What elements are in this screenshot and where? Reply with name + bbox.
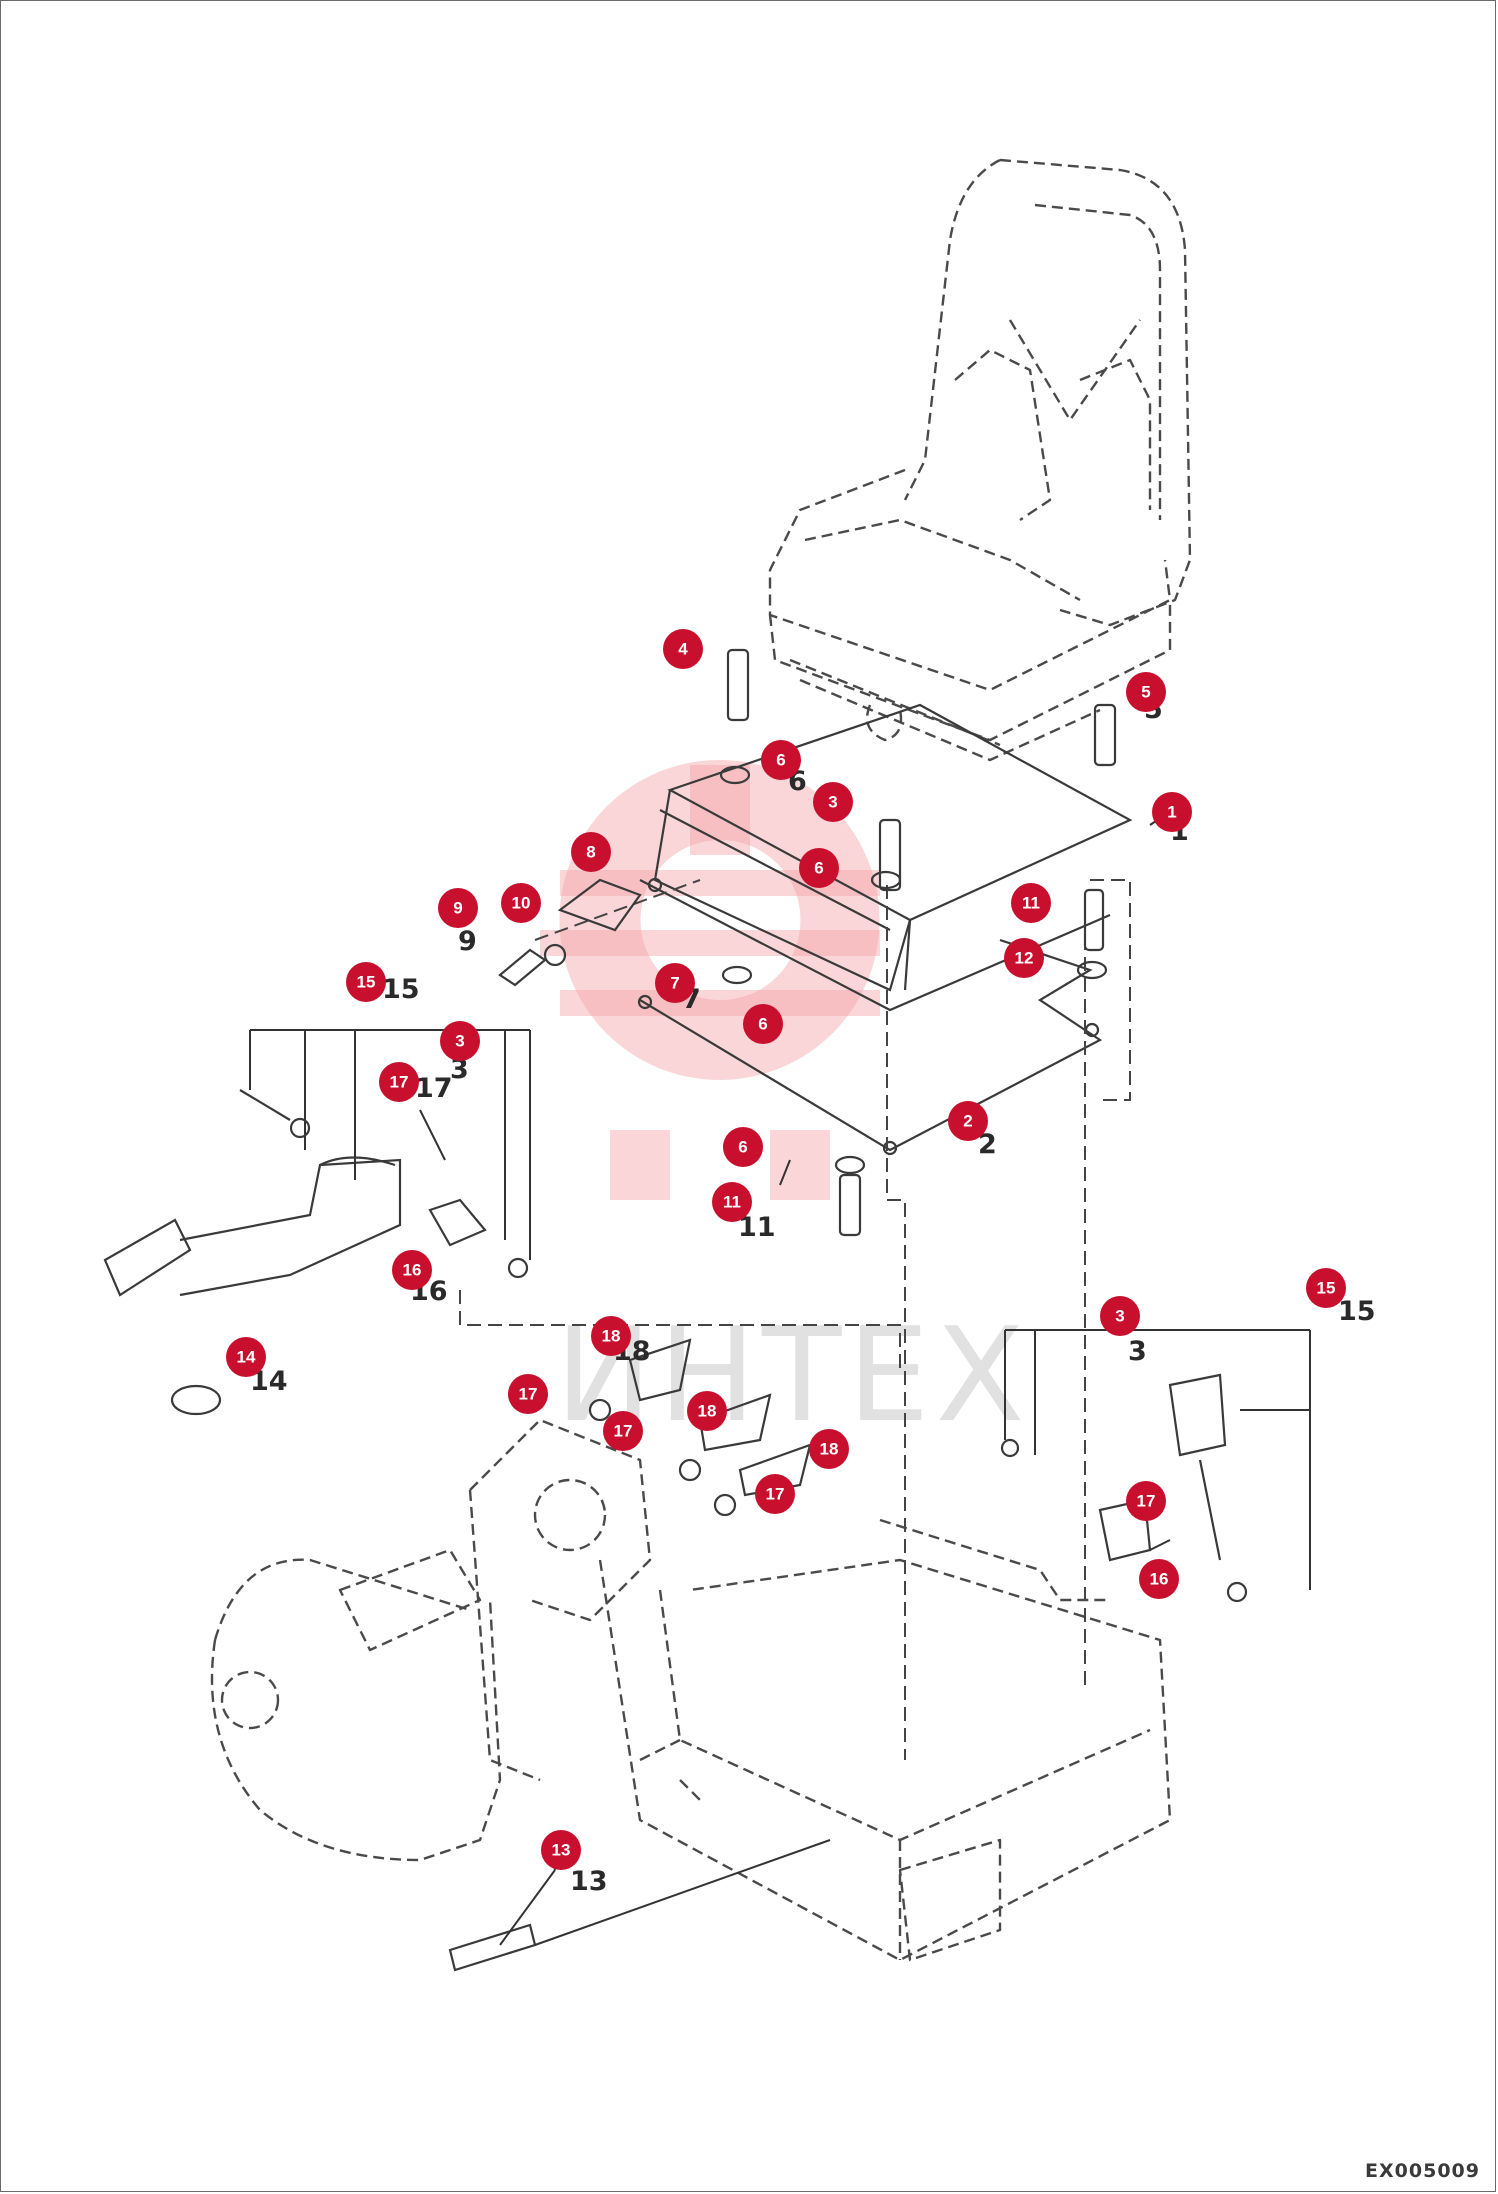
svg-text:6: 6 [814, 859, 823, 878]
svg-text:3: 3 [455, 1032, 464, 1051]
svg-text:9: 9 [453, 899, 462, 918]
svg-text:11: 11 [723, 1193, 741, 1212]
callout-6b: 6 [799, 848, 839, 888]
svg-text:5: 5 [1141, 683, 1150, 702]
plain-label-3a: 3 [450, 1054, 469, 1085]
plain-label-13: 13 [570, 1866, 608, 1897]
svg-text:11: 11 [1022, 894, 1040, 913]
callout-11b: 11 [712, 1182, 752, 1222]
svg-text:8: 8 [586, 843, 595, 862]
diagram-code: EX005009 [1365, 2160, 1480, 2182]
svg-text:2: 2 [963, 1112, 972, 1131]
callout-15a: 15 [346, 962, 386, 1002]
callout-3a: 3 [813, 782, 853, 822]
svg-text:17: 17 [519, 1385, 538, 1404]
svg-text:14: 14 [237, 1348, 256, 1367]
svg-text:13: 13 [552, 1841, 571, 1860]
svg-text:3: 3 [828, 793, 837, 812]
svg-text:17: 17 [390, 1073, 409, 1092]
callout-16b: 16 [1139, 1559, 1179, 1599]
plain-label-2: 2 [978, 1129, 997, 1160]
callout-17e: 17 [1126, 1481, 1166, 1521]
callout-6d: 6 [723, 1127, 763, 1167]
plain-label-15a: 15 [1338, 1296, 1376, 1327]
svg-text:4: 4 [678, 640, 688, 659]
svg-text:12: 12 [1015, 949, 1034, 968]
callout-3b: 3 [440, 1021, 480, 1061]
svg-text:17: 17 [1137, 1492, 1156, 1511]
svg-text:6: 6 [738, 1138, 747, 1157]
callout-6a: 6 [761, 740, 801, 780]
plain-label-3b: 3 [1128, 1336, 1147, 1367]
callout-11a: 11 [1011, 883, 1051, 923]
plain-label-15b: 15 [382, 974, 420, 1005]
plain-label-9: 9 [458, 926, 477, 957]
svg-text:17: 17 [766, 1485, 785, 1504]
callout-1: 1 [1152, 792, 1192, 832]
callout-6c: 6 [743, 1004, 783, 1044]
svg-text:15: 15 [1317, 1279, 1336, 1298]
svg-text:18: 18 [820, 1440, 839, 1459]
machine-body [210, 1418, 1172, 1962]
callout-9: 9 [438, 888, 478, 928]
svg-text:10: 10 [512, 894, 531, 913]
callout-8: 8 [571, 832, 611, 872]
svg-text:7: 7 [670, 974, 679, 993]
svg-text:16: 16 [403, 1261, 422, 1280]
callout-10: 10 [501, 883, 541, 923]
callout-13: 13 [541, 1830, 581, 1870]
callout-17b: 17 [508, 1374, 548, 1414]
callout-14: 14 [226, 1337, 266, 1377]
svg-text:3: 3 [1115, 1307, 1124, 1326]
callout-3c: 3 [1100, 1296, 1140, 1336]
callout-18b: 18 [687, 1391, 727, 1431]
callout-15b: 15 [1306, 1268, 1346, 1308]
svg-text:1: 1 [1167, 803, 1176, 822]
callout-16a: 16 [392, 1250, 432, 1290]
callout-18a: 18 [591, 1316, 631, 1356]
loose-parts [170, 648, 1117, 1972]
svg-text:6: 6 [776, 751, 785, 770]
callout-12: 12 [1004, 938, 1044, 978]
callout-17d: 17 [755, 1474, 795, 1514]
seat-belt-left [103, 1029, 531, 1297]
svg-text:17: 17 [614, 1422, 633, 1441]
plain-label-17: 17 [415, 1073, 453, 1104]
svg-text:18: 18 [698, 1402, 717, 1421]
svg-text:6: 6 [758, 1015, 767, 1034]
watermark-logo [540, 760, 880, 1200]
callout-7: 7 [655, 963, 695, 1003]
callout-17c: 17 [603, 1411, 643, 1451]
operator-seat [768, 158, 1192, 762]
svg-text:16: 16 [1150, 1570, 1169, 1589]
callout-2: 2 [948, 1101, 988, 1141]
callout-5: 5 [1126, 672, 1166, 712]
alignment-guides [459, 879, 1131, 1760]
callout-17a: 17 [379, 1062, 419, 1102]
callout-18c: 18 [809, 1429, 849, 1469]
svg-text:15: 15 [357, 973, 376, 992]
callout-4: 4 [663, 629, 703, 669]
svg-text:18: 18 [602, 1327, 621, 1346]
